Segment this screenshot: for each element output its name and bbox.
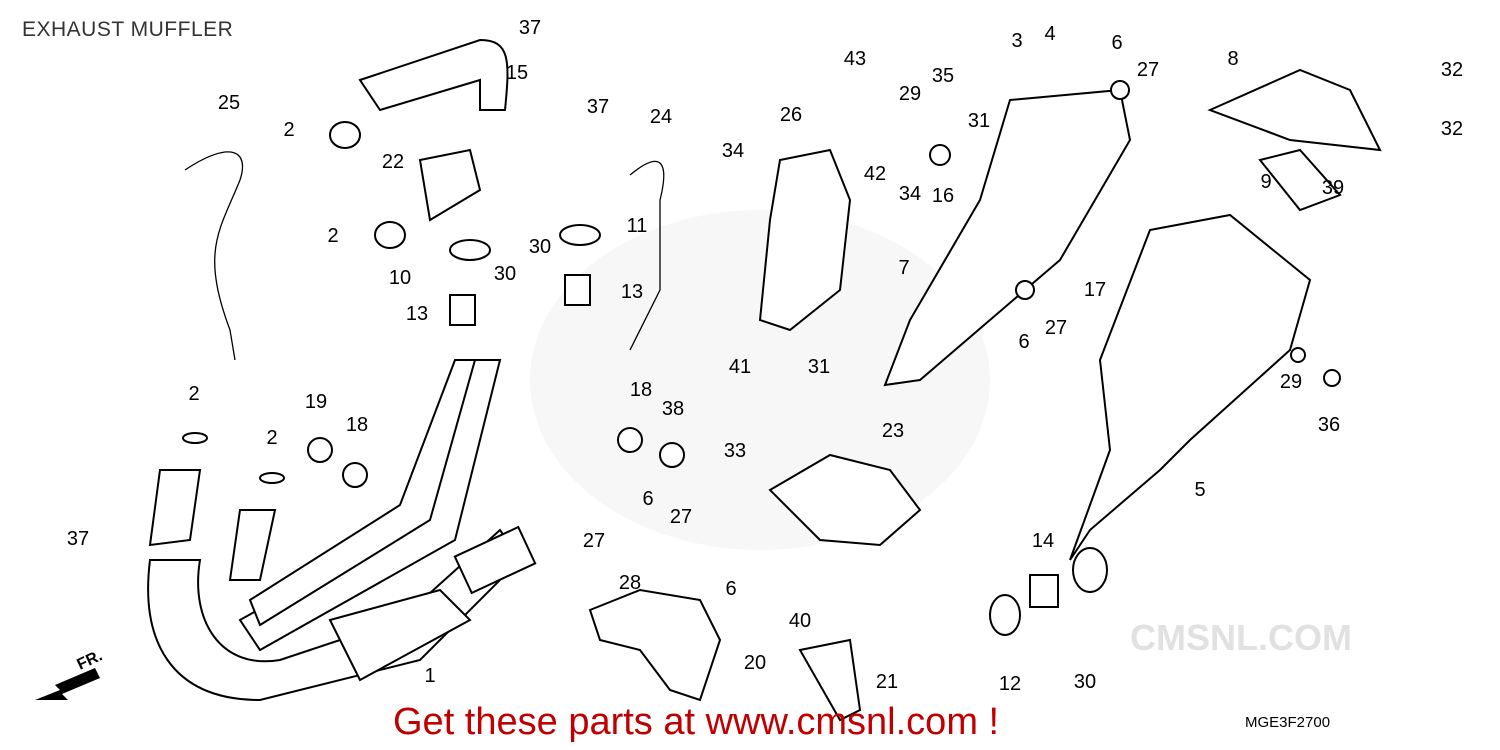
promo-link-text[interactable]: Get these parts at www.cmsnl.com !: [393, 701, 1000, 743]
part-label-28[interactable]: 28: [619, 572, 641, 594]
part-label-8[interactable]: 8: [1227, 48, 1238, 70]
part-label-37[interactable]: 37: [67, 528, 89, 550]
part-label-6[interactable]: 6: [725, 578, 736, 600]
part-label-12[interactable]: 12: [999, 673, 1021, 695]
part-label-6[interactable]: 6: [1018, 331, 1029, 353]
part-label-25[interactable]: 25: [218, 92, 240, 114]
part-label-41[interactable]: 41: [729, 356, 751, 378]
small-parts: [182, 38, 1341, 636]
seal-9: [1258, 148, 1342, 212]
part-label-33[interactable]: 33: [724, 440, 746, 462]
sensor-wire-24: [629, 160, 665, 351]
diagram-title: EXHAUST MUFFLER: [22, 18, 234, 41]
muffler-5: [1069, 213, 1312, 561]
part-label-9[interactable]: 9: [1260, 171, 1271, 193]
part-label-18[interactable]: 18: [346, 414, 368, 436]
part-label-2[interactable]: 2: [266, 427, 277, 449]
part-label-30[interactable]: 30: [529, 236, 551, 258]
part-label-16[interactable]: 16: [932, 185, 954, 207]
part-label-3[interactable]: 3: [1011, 30, 1022, 52]
part-label-42[interactable]: 42: [864, 163, 886, 185]
part-label-35[interactable]: 35: [932, 65, 954, 87]
part-label-1[interactable]: 1: [424, 665, 435, 687]
part-label-29[interactable]: 29: [1280, 371, 1302, 393]
part-label-18[interactable]: 18: [630, 379, 652, 401]
part-label-37[interactable]: 37: [519, 17, 541, 39]
part-label-27[interactable]: 27: [670, 506, 692, 528]
part-label-2[interactable]: 2: [327, 225, 338, 247]
part-label-27[interactable]: 27: [1137, 59, 1159, 81]
part-label-2[interactable]: 2: [283, 119, 294, 141]
part-label-13[interactable]: 13: [621, 281, 643, 303]
part-label-30[interactable]: 30: [494, 263, 516, 285]
front-arrow: FR.: [35, 647, 105, 700]
part-label-36[interactable]: 36: [1318, 414, 1340, 436]
part-label-31[interactable]: 31: [808, 356, 830, 378]
part-label-27[interactable]: 27: [1045, 317, 1067, 339]
exhaust-pipe-assembly: [147, 359, 537, 702]
part-label-23[interactable]: 23: [882, 420, 904, 442]
part-label-19[interactable]: 19: [305, 391, 327, 413]
part-label-4[interactable]: 4: [1044, 23, 1055, 45]
part-label-30[interactable]: 30: [1074, 671, 1096, 693]
part-label-6[interactable]: 6: [1111, 32, 1122, 54]
cover-8: [1207, 68, 1382, 152]
part-label-6[interactable]: 6: [642, 488, 653, 510]
part-label-39[interactable]: 39: [1322, 177, 1344, 199]
cover-7: [883, 88, 1132, 387]
bracket-20: [588, 588, 722, 702]
diagram-code: MGE3F2700: [1245, 714, 1331, 731]
part-label-15[interactable]: 15: [506, 62, 528, 84]
watermark-text: CMSNL.COM: [1130, 617, 1352, 658]
part-label-40[interactable]: 40: [789, 610, 811, 632]
part-label-13[interactable]: 13: [406, 303, 428, 325]
part-label-17[interactable]: 17: [1084, 279, 1106, 301]
watermark-logo: CMSNL.COM: [530, 210, 1352, 658]
front-arrow-label: FR.: [75, 647, 106, 673]
part-label-22[interactable]: 22: [382, 151, 404, 173]
part-label-32[interactable]: 32: [1441, 59, 1463, 81]
heat-shield-26: [758, 148, 852, 332]
part-label-5[interactable]: 5: [1194, 479, 1205, 501]
sensor-wire-25: [184, 151, 244, 361]
part-label-14[interactable]: 14: [1032, 530, 1054, 552]
part-label-38[interactable]: 38: [662, 398, 684, 420]
part-label-24[interactable]: 24: [650, 106, 672, 128]
part-label-26[interactable]: 26: [780, 104, 802, 126]
part-label-34[interactable]: 34: [899, 183, 921, 205]
part-label-21[interactable]: 21: [876, 671, 898, 693]
part-label-20[interactable]: 20: [744, 652, 766, 674]
part-label-37[interactable]: 37: [587, 96, 609, 118]
part-label-11[interactable]: 11: [627, 215, 648, 237]
part-label-32[interactable]: 32: [1441, 118, 1463, 140]
protector-23: [768, 453, 922, 547]
part-label-43[interactable]: 43: [844, 48, 866, 70]
part-label-10[interactable]: 10: [389, 267, 411, 289]
part-label-7[interactable]: 7: [898, 257, 909, 279]
part-label-31[interactable]: 31: [968, 110, 990, 132]
part-label-27[interactable]: 27: [583, 530, 605, 552]
part-label-29[interactable]: 29: [899, 83, 921, 105]
part-label-34[interactable]: 34: [722, 140, 744, 162]
part-label-2[interactable]: 2: [188, 383, 199, 405]
plate-21: [798, 638, 862, 722]
